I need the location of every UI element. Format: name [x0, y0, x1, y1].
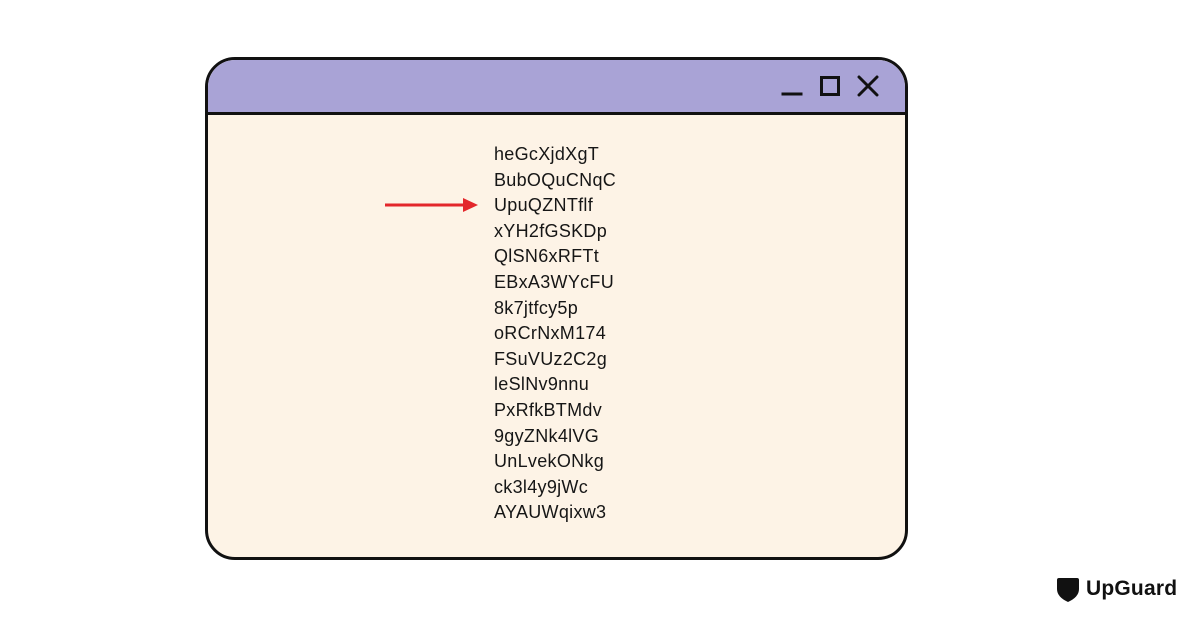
shield-logo-icon: [1057, 577, 1079, 602]
window-controls: [781, 74, 879, 98]
random-string-list: heGcXjdXgT BubOQuCNqC UpuQZNTflf xYH2fGS…: [494, 142, 616, 526]
list-item: 9gyZNk4lVG: [494, 425, 600, 446]
list-item: leSlNv9nnu: [494, 374, 590, 395]
minimize-icon[interactable]: [781, 75, 803, 97]
pointer-arrow-icon: [385, 198, 478, 212]
maximize-icon[interactable]: [819, 75, 841, 97]
list-item: 8k7jtfcy5p: [494, 297, 579, 318]
list-item: heGcXjdXgT: [494, 144, 600, 164]
list-item: FSuVUz2C2g: [494, 348, 608, 369]
list-item: xYH2fGSKDp: [494, 220, 608, 241]
brand-logo: UpGuard: [1056, 575, 1177, 603]
brand-name: UpGuard: [1086, 577, 1178, 600]
list-item: EBxA3WYcFU: [494, 271, 615, 292]
list-item: PxRfkBTMdv: [494, 399, 603, 420]
window-titlebar: [208, 60, 905, 115]
app-window: heGcXjdXgT BubOQuCNqC UpuQZNTflf xYH2fGS…: [205, 57, 908, 560]
close-icon[interactable]: [857, 75, 879, 97]
list-item-highlighted: UpuQZNTflf: [494, 195, 594, 216]
list-item: UnLvekONkg: [494, 451, 605, 472]
list-item: oRCrNxM174: [494, 323, 607, 344]
list-item: ck3l4y9jWc: [494, 476, 589, 497]
list-item: BubOQuCNqC: [494, 169, 617, 190]
list-item: AYAUWqixw3: [494, 502, 607, 523]
list-item: QlSN6xRFTt: [494, 246, 600, 267]
